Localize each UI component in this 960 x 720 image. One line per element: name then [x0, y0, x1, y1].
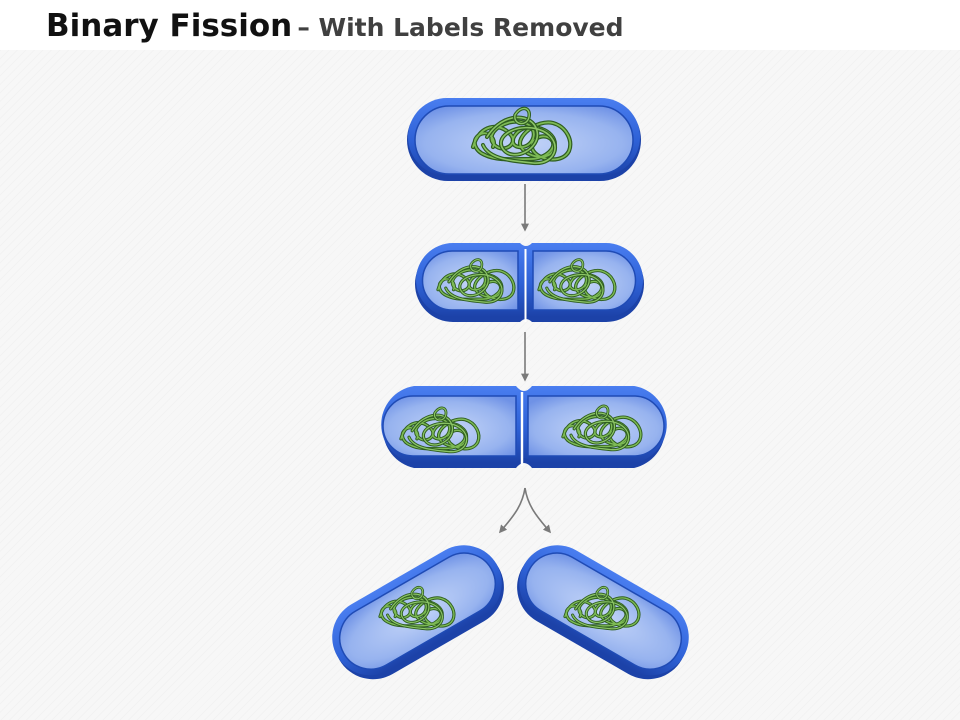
stage-4-daughter-cells — [332, 545, 689, 680]
slide-title: Binary Fission – With Labels Removed — [46, 6, 624, 46]
cell-icon — [407, 98, 641, 181]
stage-1-single-cell — [407, 98, 641, 181]
title-main: Binary Fission — [46, 8, 293, 44]
daughter-cell-right — [517, 545, 689, 680]
stage-3-constricting-cell — [381, 386, 667, 468]
title-subtitle: – With Labels Removed — [297, 13, 624, 42]
cell-icon — [332, 545, 504, 680]
split-arrows-icon — [498, 487, 552, 534]
cell-icon — [517, 545, 689, 680]
daughter-cell-left — [332, 545, 504, 680]
stage-2-replicated-dna-cell — [415, 243, 644, 322]
